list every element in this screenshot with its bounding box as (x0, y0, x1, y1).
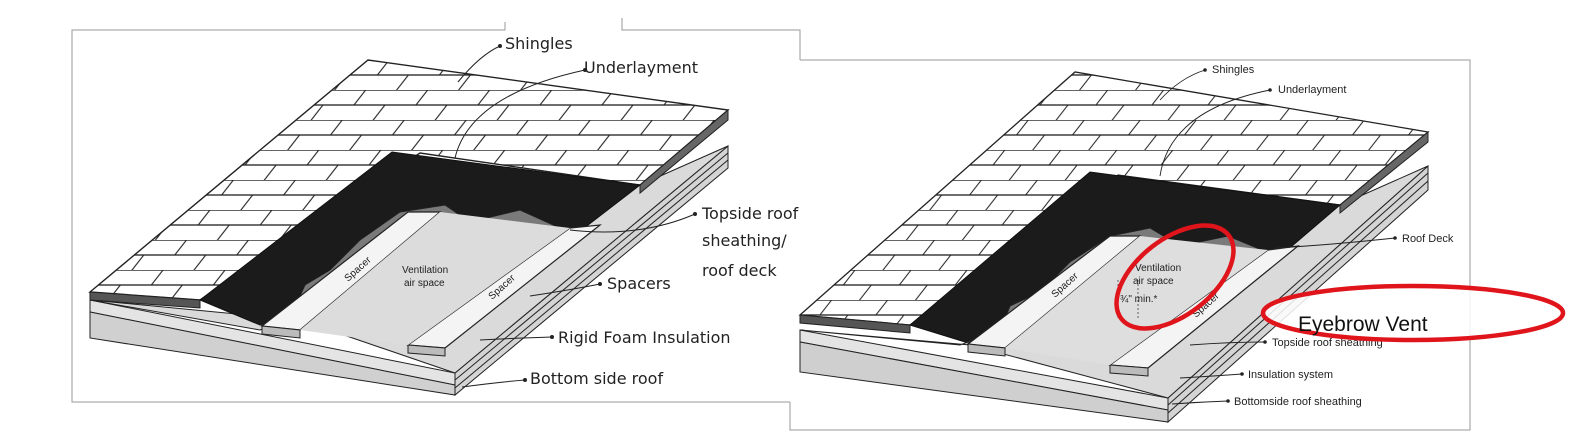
eyebrow-vent-label: Eyebrow Vent (1298, 313, 1428, 336)
eyebrow-vent-callout (1260, 283, 1566, 343)
left-label-rigid-foam: Rigid Foam Insulation (558, 328, 731, 347)
right-label-underlayment: Underlayment (1278, 84, 1346, 96)
left-vent-label-1: Ventilation (402, 265, 448, 276)
left-label-spacers: Spacers (607, 274, 671, 293)
left-label-bottom-side: Bottom side roof (530, 369, 663, 388)
left-label-topside-3: roof deck (702, 261, 777, 280)
left-label-shingles: Shingles (505, 34, 573, 53)
left-vent-label-2: air space (404, 278, 445, 289)
right-min-gap-label: ¾" min.* (1120, 294, 1158, 305)
left-leader-dots (498, 44, 697, 382)
left-roof-diagram: Spacer Spacer Ventilation air space Shin… (71, 18, 801, 403)
right-roof-diagram: Spacer Spacer Ventilation air space ¾" m… (789, 59, 1566, 431)
left-leader-lines (454, 45, 696, 388)
right-frame (789, 59, 1471, 431)
left-label-underlayment: Underlayment (584, 58, 698, 77)
right-label-roof-deck: Roof Deck (1402, 233, 1454, 245)
right-leader-dots (1203, 68, 1397, 403)
right-vent-label-1: Ventilation (1135, 263, 1181, 274)
left-label-topside-2: sheathing/ (702, 231, 787, 250)
right-vent-label-2: air space (1133, 276, 1174, 287)
left-label-topside-1: Topside roof (701, 204, 799, 223)
right-label-bottomside-sheathing: Bottomside roof sheathing (1234, 396, 1362, 408)
left-frame (71, 18, 801, 403)
right-label-insulation-system: Insulation system (1248, 369, 1333, 381)
right-label-shingles: Shingles (1212, 64, 1255, 76)
right-leader-lines (1159, 69, 1396, 405)
air-space-highlight-circle (1114, 223, 1236, 331)
